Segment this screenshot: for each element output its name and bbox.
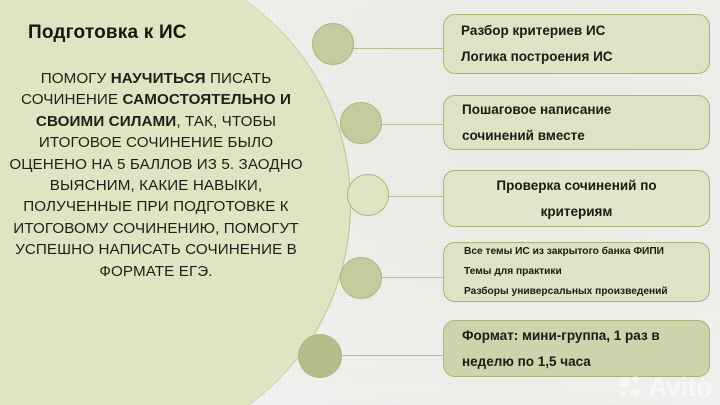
connector-line-5 (338, 355, 446, 356)
connector-line-4 (358, 277, 446, 278)
green-arc-shape (0, 0, 351, 405)
node-5 (298, 334, 342, 378)
box-criteria[interactable]: Разбор критериев ИС Логика построения ИС (443, 14, 710, 74)
node-3 (347, 174, 389, 216)
connector-line-1 (352, 48, 444, 49)
box-topics-line-1: Все темы ИС из закрытого банка ФИПИ (464, 246, 664, 257)
box-step-by-step-line-2: сочинений вместе (462, 127, 585, 143)
box-format-line-2: неделю по 1,5 часа (462, 353, 591, 369)
body-segment-0: ПОМОГУ (40, 70, 111, 87)
node-2 (340, 102, 382, 144)
body-segment-4: , ТАК, ЧТОБЫ ИТОГОВОЕ СОЧИНЕНИЕ БЫЛО ОЦЕ… (9, 112, 303, 280)
box-topics-line-2: Темы для практики (464, 266, 562, 277)
box-step-by-step[interactable]: Пошаговое написание сочинений вместе (443, 95, 710, 150)
box-criteria-line-1: Разбор критериев ИС (461, 23, 606, 38)
box-criteria-line-2: Логика построения ИС (461, 49, 613, 64)
body-segment-2: ПИСАТЬ СОЧИНЕНИЕ (20, 70, 272, 109)
box-step-by-step-line-1: Пошаговое написание (462, 101, 612, 117)
box-topics-line-3: Разборы универсальных произведений (464, 286, 668, 297)
node-4 (340, 257, 382, 299)
box-checking-line-1: Проверка сочинений по (496, 177, 657, 193)
page-title: Подготовка к ИС (28, 22, 187, 43)
box-topics[interactable]: Все темы ИС из закрытого банка ФИПИ Темы… (443, 242, 710, 302)
body-segment-3: САМОСТОЯТЕЛЬНО И СВОИМИ СИЛАМИ (35, 91, 292, 130)
avito-logo-icon (619, 375, 645, 400)
box-format[interactable]: Формат: мини-группа, 1 раз в неделю по 1… (443, 320, 710, 377)
body-segment-1: НАУЧИТЬСЯ (110, 70, 206, 87)
box-format-line-1: Формат: мини-группа, 1 раз в (462, 327, 660, 343)
body-paragraph: ПОМОГУ НАУЧИТЬСЯ ПИСАТЬ СОЧИНЕНИЕ САМОСТ… (4, 68, 308, 282)
connector-line-3 (365, 196, 445, 197)
avito-wordmark: Avito (648, 372, 713, 402)
box-checking[interactable]: Проверка сочинений по критериям (443, 170, 710, 227)
avito-watermark: Avito (619, 372, 713, 402)
box-checking-line-2: критериям (540, 203, 613, 219)
node-1 (312, 23, 354, 65)
connector-line-2 (363, 124, 445, 125)
